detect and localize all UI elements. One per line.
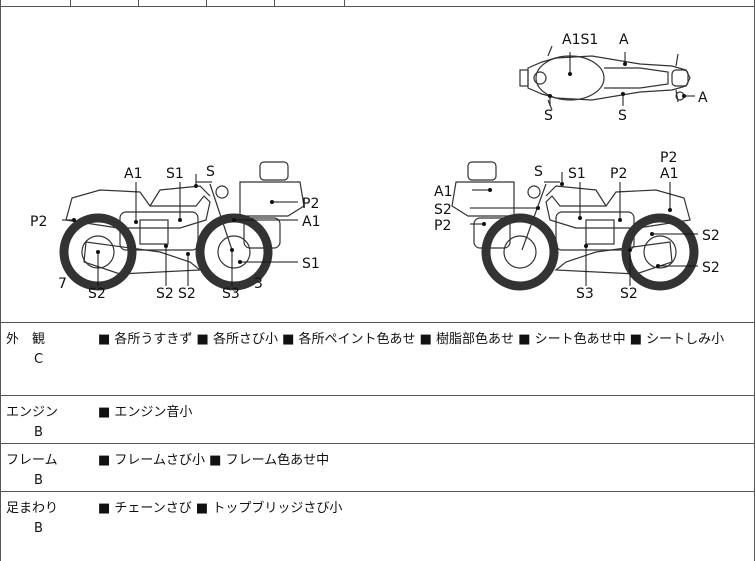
right-view-label: S3 bbox=[576, 286, 594, 302]
table-border bbox=[0, 6, 755, 7]
right-side-motorcycle bbox=[451, 161, 699, 291]
category-grade: B bbox=[34, 521, 43, 536]
left-view-label: S bbox=[206, 164, 215, 180]
table-cell-divider bbox=[274, 0, 275, 6]
section-divider bbox=[0, 443, 755, 444]
table-cell-divider bbox=[344, 0, 345, 6]
right-view-label: S2 bbox=[702, 228, 720, 244]
right-view-label: S2 bbox=[620, 286, 638, 302]
condition-row-engine: エンジン B ■ エンジン音小 bbox=[0, 395, 755, 443]
top-view-motorcycle bbox=[519, 45, 695, 111]
condition-row-frame: フレーム B ■ フレームさび小 ■ フレーム色あせ中 bbox=[0, 443, 755, 491]
left-view-label: S2 bbox=[88, 286, 106, 302]
category-cell: フレーム B bbox=[6, 451, 94, 491]
section-divider bbox=[0, 395, 755, 396]
left-view-label: S1 bbox=[302, 256, 320, 272]
right-view-label: S1 bbox=[568, 166, 586, 182]
left-view-label: P2 bbox=[302, 196, 319, 212]
category-name: フレーム bbox=[6, 453, 58, 468]
right-view-label: S bbox=[534, 164, 543, 180]
left-view-label: S2 bbox=[156, 286, 174, 302]
top-view-label: A bbox=[619, 32, 629, 48]
right-view-label: A1 bbox=[434, 184, 452, 200]
condition-notes: ■ エンジン音小 bbox=[98, 405, 193, 420]
category-cell: エンジン B bbox=[6, 403, 94, 443]
condition-row-suspension: 足まわり B ■ チェーンさび ■ トップブリッジさび小 bbox=[0, 491, 755, 561]
left-side-motorcycle bbox=[59, 161, 305, 291]
motorcycle-diagram: A1S1 A A S S bbox=[30, 32, 720, 302]
category-grade: C bbox=[34, 352, 44, 367]
category-name: 外 観 bbox=[6, 332, 46, 347]
left-view-label: S3 bbox=[222, 286, 240, 302]
table-cell-divider bbox=[70, 0, 71, 6]
right-view-label: S2 bbox=[702, 260, 720, 276]
category-name: エンジン bbox=[6, 405, 59, 420]
condition-notes: ■ フレームさび小 ■ フレーム色あせ中 bbox=[98, 453, 330, 468]
left-view-label: P2 bbox=[30, 214, 47, 230]
top-view-label: A1S1 bbox=[562, 32, 598, 48]
section-divider bbox=[0, 322, 755, 323]
category-cell: 足まわり B bbox=[6, 499, 94, 539]
right-view-label: P2 bbox=[660, 150, 677, 166]
condition-notes: ■ チェーンさび ■ トップブリッジさび小 bbox=[98, 501, 343, 516]
damage-diagram: A1S1 A A S S bbox=[0, 6, 755, 322]
left-view-label: S2 bbox=[178, 286, 196, 302]
table-cell-divider bbox=[206, 0, 207, 6]
left-view-label: 3 bbox=[254, 276, 263, 292]
top-view-label: A bbox=[698, 90, 708, 106]
condition-notes: ■ 各所うすきず ■ 各所さび小 ■ 各所ペイント色あせ ■ 樹脂部色あせ ■ … bbox=[98, 332, 725, 347]
category-cell: 外 観 C bbox=[6, 330, 94, 370]
right-view-label: P2 bbox=[610, 166, 627, 182]
left-view-label: A1 bbox=[302, 214, 320, 230]
section-divider bbox=[0, 491, 755, 492]
top-view-label: S bbox=[618, 108, 627, 124]
table-border-left bbox=[0, 0, 1, 561]
right-view-label: P2 bbox=[434, 218, 451, 234]
right-view-label: A1 bbox=[660, 166, 678, 182]
category-grade: B bbox=[34, 473, 43, 488]
top-view-label: S bbox=[544, 108, 553, 124]
table-cell-divider bbox=[138, 0, 139, 6]
left-view-label: 7 bbox=[58, 276, 67, 292]
right-view-label: S2 bbox=[434, 202, 452, 218]
left-view-label: S1 bbox=[166, 166, 184, 182]
category-grade: B bbox=[34, 425, 43, 440]
category-name: 足まわり bbox=[6, 501, 59, 516]
left-view-label: A1 bbox=[124, 166, 142, 182]
condition-row-exterior: 外 観 C ■ 各所うすきず ■ 各所さび小 ■ 各所ペイント色あせ ■ 樹脂部… bbox=[0, 322, 755, 395]
